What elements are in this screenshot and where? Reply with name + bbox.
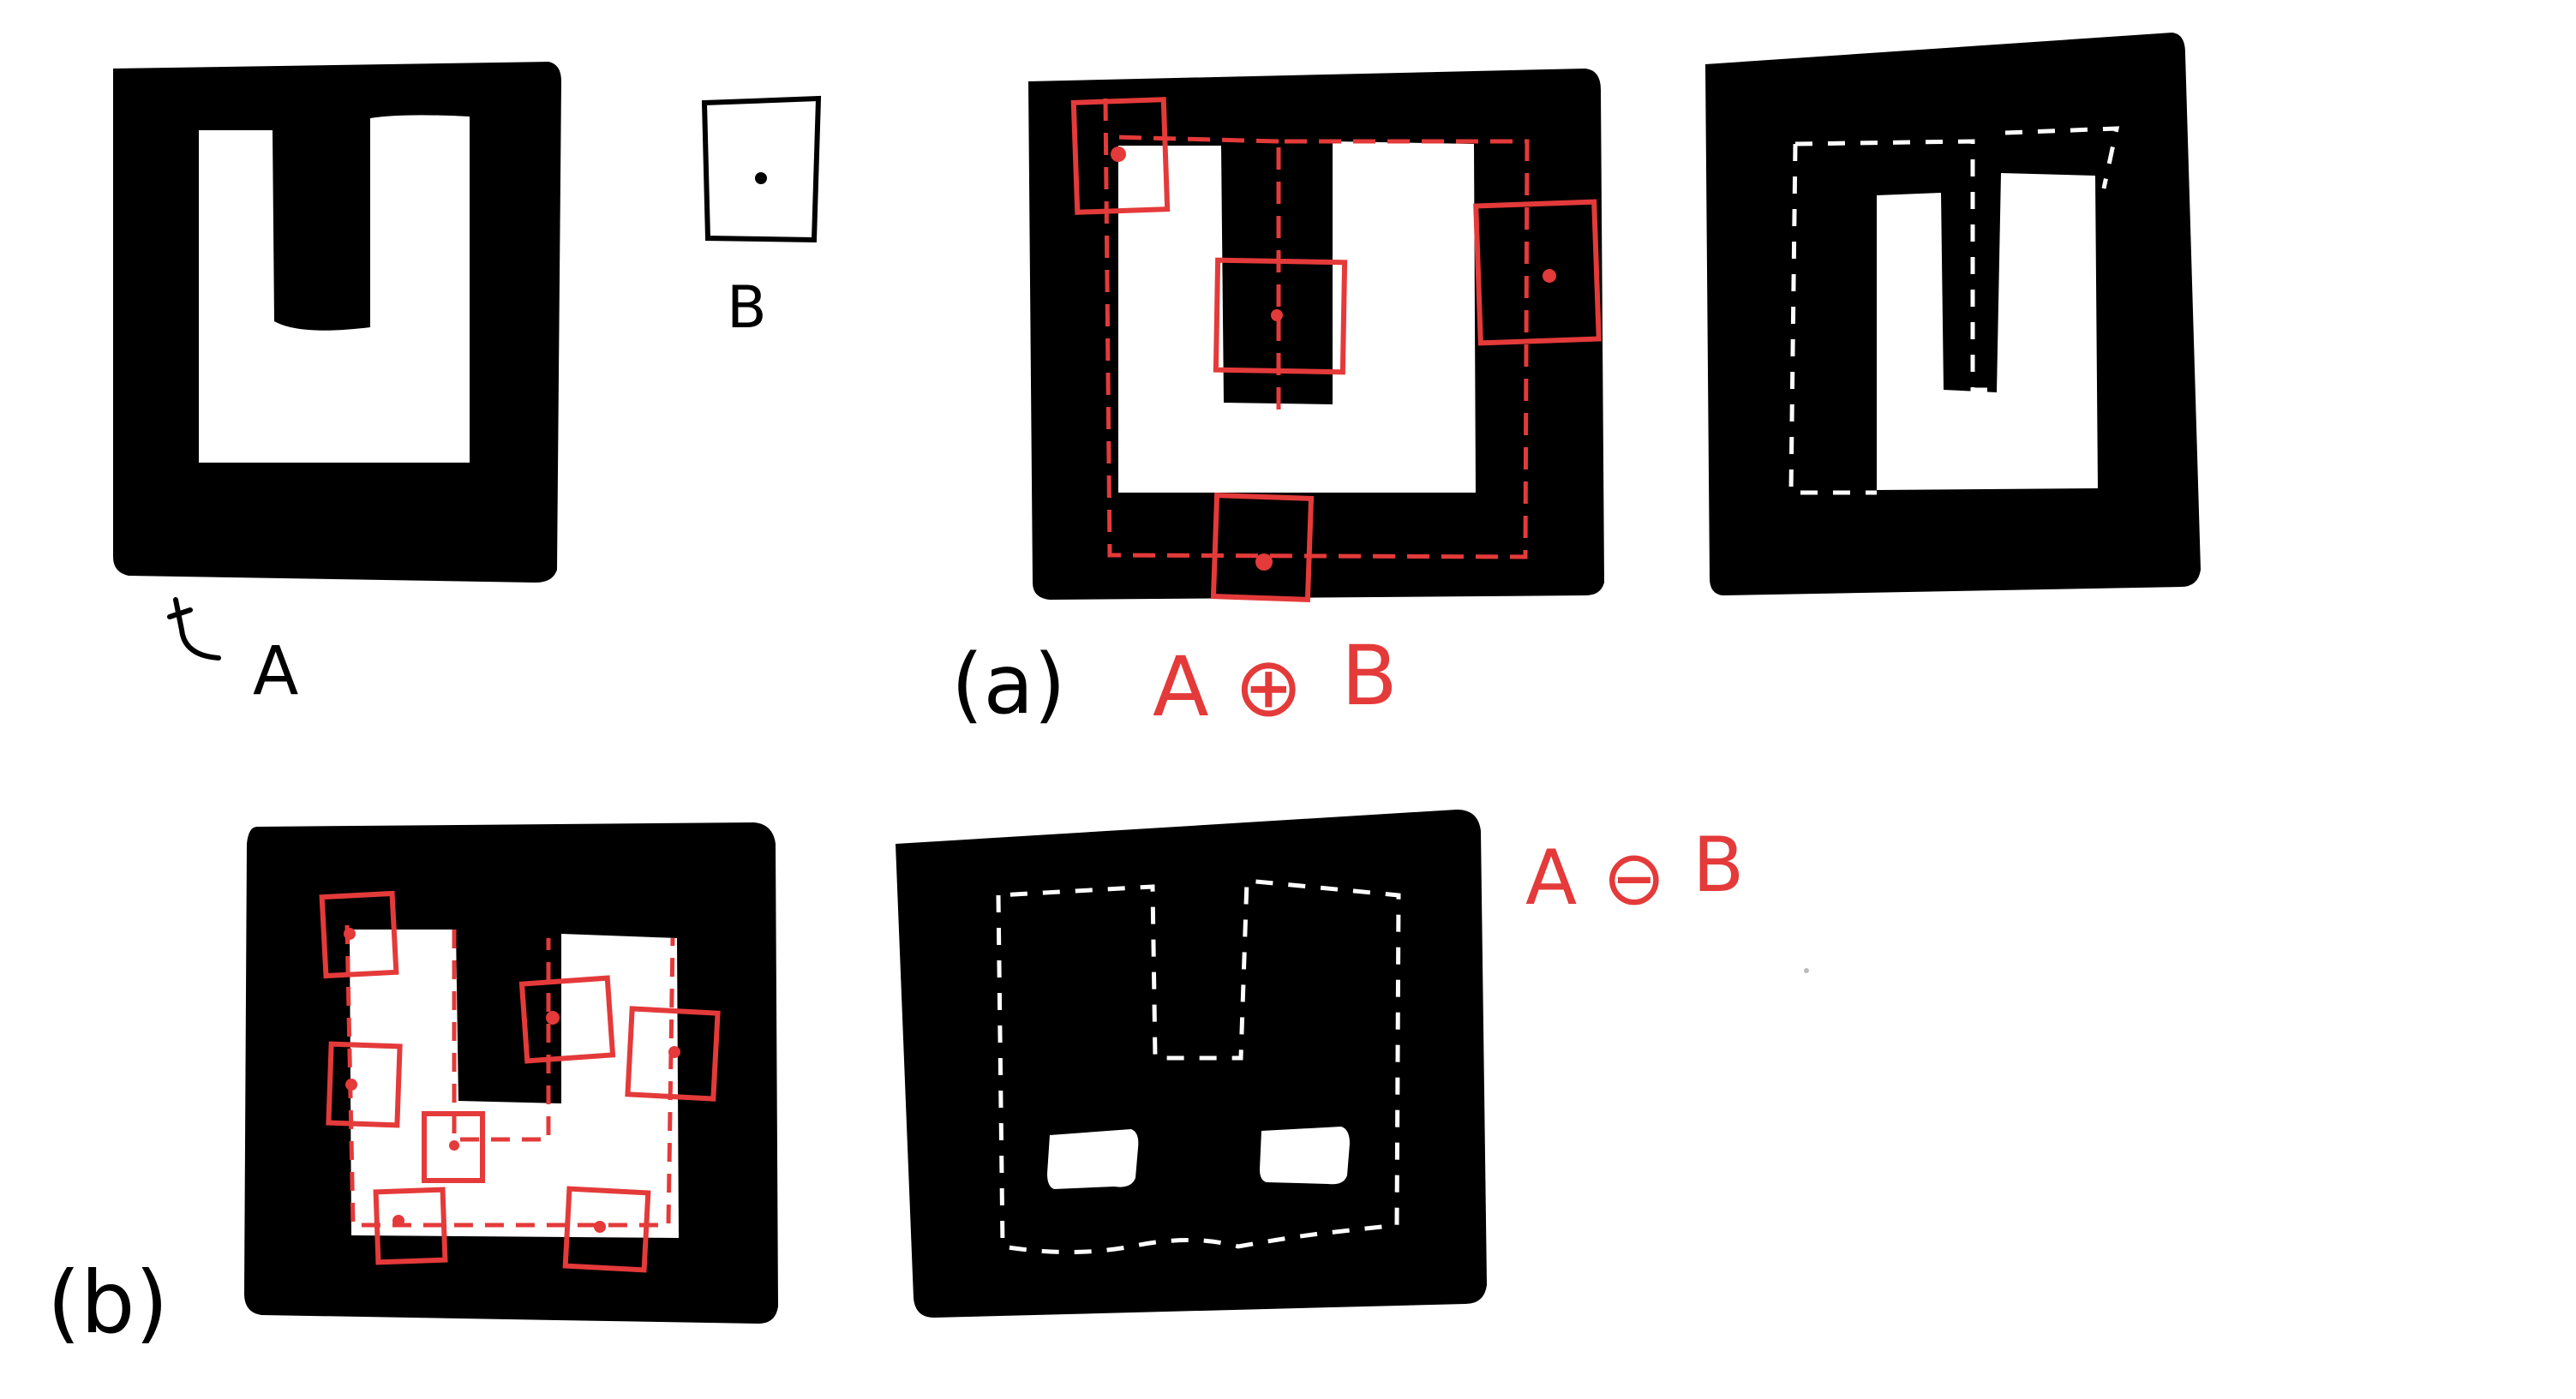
panel-b-op-symbol: ⊖ <box>1603 834 1666 922</box>
panel-b-op-left-operand: A <box>1525 834 1577 922</box>
panel-a-result <box>1705 33 2201 595</box>
panel-b-result-white-block-left <box>1047 1129 1139 1189</box>
panel-a-b-square-right <box>1473 199 1602 346</box>
panel-b-b-square <box>422 1111 485 1183</box>
set-a-origin-mark <box>167 597 221 661</box>
panel-a-translated-b-squares <box>1070 97 1602 602</box>
panel-b-origin-dot <box>345 1079 357 1091</box>
panel-b-op-right-operand: B <box>1692 821 1744 909</box>
panel-a-b-square-center <box>1213 257 1348 375</box>
panel-a-outer-dashed-boundary <box>1103 98 1530 559</box>
panel-b-b-square <box>518 975 616 1064</box>
set-a-black-square <box>113 62 561 583</box>
panel-b-b-square <box>625 1006 721 1102</box>
panel-a-b-square-bottom <box>1210 493 1315 602</box>
panel-b-origin-dot <box>449 1140 459 1151</box>
panel-a-label: (a) <box>951 637 1066 732</box>
panel-b-origin-dot <box>546 1011 560 1025</box>
panel-b-translated-b-squares <box>319 890 721 1273</box>
panel-b-erosion-outline <box>344 924 675 1228</box>
panel-a-op-symbol: ⊕ <box>1234 639 1303 735</box>
panel-a-dilation-outline <box>1103 98 1530 559</box>
panel-a-result-original-outline <box>1788 126 2120 495</box>
panel-a-result-dashed-boundary <box>1788 126 2120 495</box>
panel-b-white-u <box>350 930 679 1238</box>
panel-b-result <box>896 810 1487 1318</box>
panel-b-inner-dashed-boundary <box>344 924 675 1228</box>
canvas-speck <box>1804 968 1809 973</box>
panel-a-origin-dot <box>1255 553 1273 571</box>
panel-a-origin-dot <box>1271 309 1283 321</box>
panel-b-label: (b) <box>47 1253 169 1353</box>
set-a-label: A <box>253 633 298 710</box>
structuring-element-b-origin-dot <box>755 172 767 184</box>
panel-b-result-white-block-right <box>1260 1127 1350 1185</box>
panel-b-b-origin-dots <box>344 928 680 1233</box>
structuring-element-b: B <box>701 95 822 342</box>
panel-a-operation-label: A ⊕ B <box>1153 628 1398 735</box>
panel-a-result-white-u <box>1877 173 2098 490</box>
panel-b-origin-dot <box>594 1221 606 1233</box>
set-a-white-u <box>199 115 470 463</box>
panel-b-operation-label: A ⊖ B <box>1525 821 1744 922</box>
panel-a-op-right-operand: B <box>1341 628 1398 724</box>
panel-a-white-u <box>1118 141 1476 493</box>
panel-b-b-square <box>319 890 399 979</box>
set-a-figure: A <box>113 62 561 710</box>
panel-a-origin-dot <box>1543 269 1556 283</box>
structuring-element-b-square <box>701 95 822 243</box>
structuring-element-b-label: B <box>727 274 767 342</box>
panel-a-origin-dot <box>1111 146 1126 162</box>
panel-a-result-black-square <box>1705 33 2201 595</box>
panel-a-op-left-operand: A <box>1153 639 1209 735</box>
panel-a-b-origin-dots <box>1111 146 1556 571</box>
panel-b-b-square <box>373 1187 448 1265</box>
panel-b-b-square <box>562 1186 651 1273</box>
panel-b-origin-dot <box>392 1215 404 1227</box>
panel-a-b-square-top-left <box>1070 97 1171 215</box>
panel-b-origin-dot <box>344 928 356 940</box>
panel-b-origin-dot <box>668 1046 680 1058</box>
panel-a-construction: (a) A ⊕ B <box>951 69 1604 735</box>
panel-b-b-square <box>326 1041 403 1128</box>
panel-b-result-black-square <box>896 810 1487 1318</box>
panel-b-construction: (b) <box>47 822 778 1353</box>
